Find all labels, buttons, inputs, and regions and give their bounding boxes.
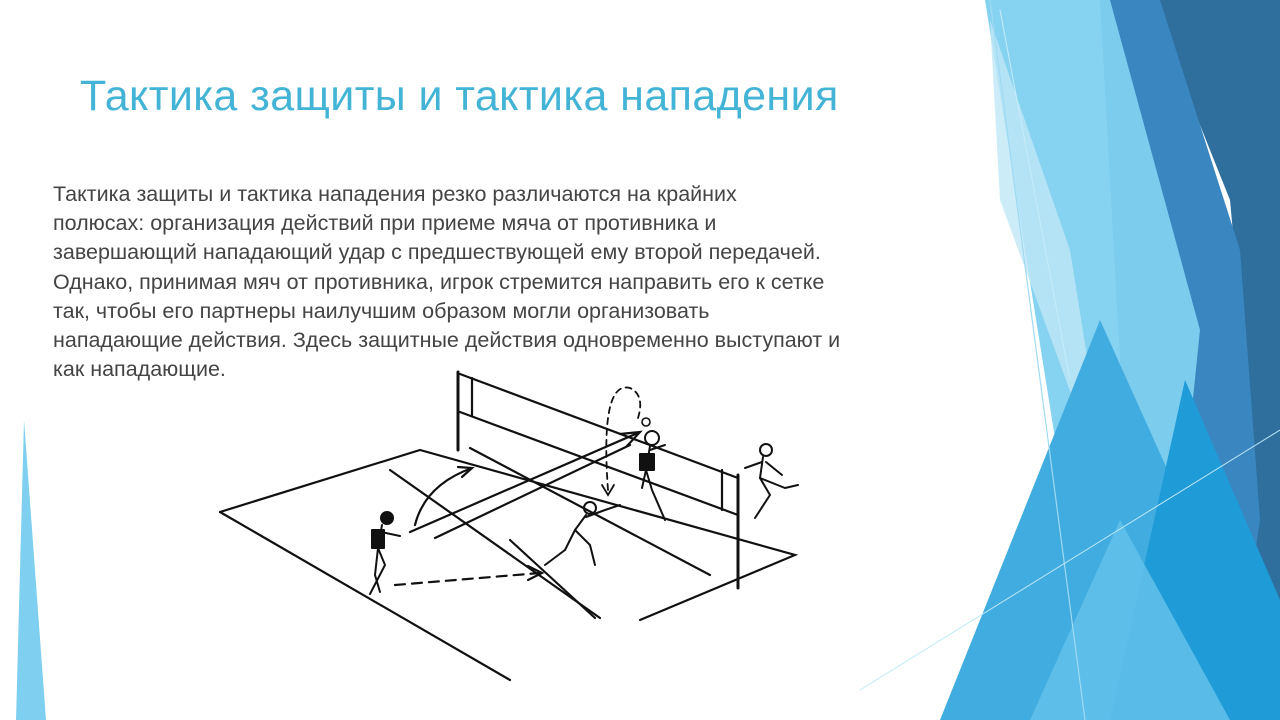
decor-triangle-light [1030,520,1230,720]
arrowhead-dashed [526,564,545,582]
slide-title: Тактика защиты и тактика нападения [80,72,839,120]
decor-thin-line-1 [989,0,1086,720]
arrowhead-arc [456,465,475,479]
arrowhead-set [601,484,615,497]
set-arc [605,386,642,491]
trajectory-dashed [393,571,542,587]
player-setter [544,501,621,566]
body-line: так, чтобы его партнеры наилучшим образо… [53,298,710,323]
body-line: полюсах: организация действий при приеме… [53,211,717,236]
decor-left-sliver [16,420,46,720]
player-opponent [744,443,799,519]
net-top [458,372,740,480]
body-paragraph: Тактика защиты и тактика нападения резко… [53,180,953,384]
body-line: завершающий нападающий удар с предшеству… [53,240,821,265]
net-bottom [458,410,740,517]
trajectory-long-2 [433,443,632,540]
trajectory-long-1 [408,430,642,534]
court-outline [218,448,799,622]
decor-thin-line-3 [859,429,1280,691]
court-lines [218,370,799,682]
body-line: Тактика защиты и тактика нападения резко… [53,182,737,206]
body-line: Однако, принимая мяч от противника, игро… [53,269,825,294]
player-receiver [369,511,401,595]
ball [641,417,651,427]
court-attack-line [388,468,602,620]
court-bottom-edge [218,510,512,682]
decor-thin-line-2 [999,9,1071,381]
body-line: как нападающие. [53,357,226,382]
players [369,430,799,595]
volleyball-court-drawing [218,370,799,682]
court-mid-line [508,538,597,620]
court-back-line [468,446,712,577]
body-line: нападающие действия. Здесь защитные дейс… [53,328,841,353]
arrowhead-long [618,430,643,448]
player-attacker [639,430,666,521]
trajectory-arc [413,466,474,527]
